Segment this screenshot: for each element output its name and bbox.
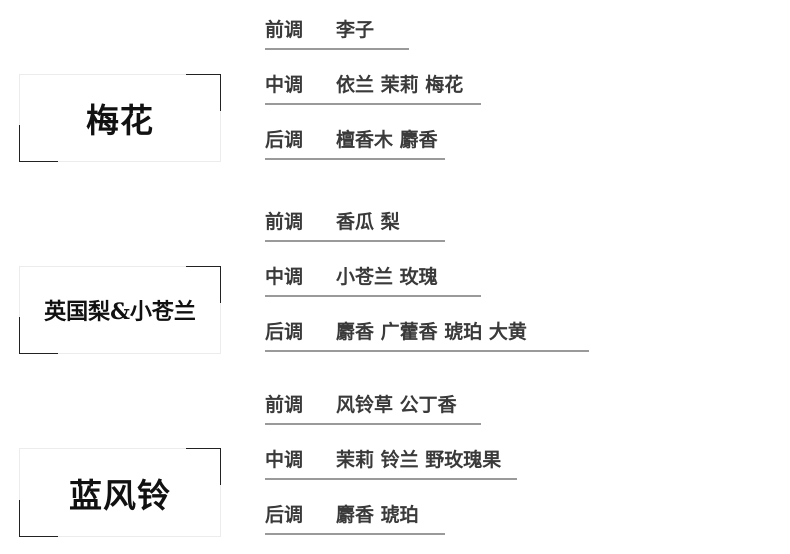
perfume-name-box: 梅花 [19, 74, 221, 162]
middle-note-row: 中调 茉莉 铃兰 野玫瑰果 [265, 438, 517, 480]
base-note-row: 后调 檀香木 麝香 [265, 118, 445, 160]
corner-bracket-bottom-left [19, 125, 58, 162]
note-label: 中调 [265, 449, 304, 471]
note-label: 前调 [265, 19, 304, 41]
note-value: 香瓜 梨 [336, 211, 400, 233]
base-note-row: 后调 麝香 琥珀 [265, 493, 445, 535]
note-label: 前调 [265, 211, 304, 233]
note-label: 中调 [265, 74, 304, 96]
note-value: 麝香 广藿香 琥珀 大黄 [336, 321, 527, 343]
perfume-group: 梅花 前调 李子 中调 依兰 茉莉 梅花 后调 檀香木 麝香 [0, 0, 790, 170]
note-value: 依兰 茉莉 梅花 [336, 74, 464, 96]
top-note-row: 前调 香瓜 梨 [265, 200, 445, 242]
middle-note-row: 中调 小苍兰 玫瑰 [265, 255, 481, 297]
perfume-name: 英国梨&小苍兰 [44, 299, 196, 325]
top-note-row: 前调 风铃草 公丁香 [265, 383, 481, 425]
note-label: 后调 [265, 504, 304, 526]
base-note-row: 后调 麝香 广藿香 琥珀 大黄 [265, 310, 589, 352]
note-value: 檀香木 麝香 [336, 129, 438, 151]
corner-bracket-top-right [186, 266, 221, 303]
perfume-group: 蓝风铃 前调 风铃草 公丁香 中调 茉莉 铃兰 野玫瑰果 后调 麝香 琥珀 [0, 375, 790, 545]
top-note-row: 前调 李子 [265, 8, 409, 50]
note-value: 小苍兰 玫瑰 [336, 266, 438, 288]
corner-bracket-bottom-left [19, 500, 58, 537]
middle-note-row: 中调 依兰 茉莉 梅花 [265, 63, 481, 105]
perfume-name-box: 英国梨&小苍兰 [19, 266, 221, 354]
note-value: 茉莉 铃兰 野玫瑰果 [336, 449, 502, 471]
perfume-name: 蓝风铃 [69, 475, 171, 515]
note-value: 风铃草 公丁香 [336, 394, 457, 416]
corner-bracket-bottom-left [19, 317, 58, 354]
note-label: 中调 [265, 266, 304, 288]
perfume-group: 英国梨&小苍兰 前调 香瓜 梨 中调 小苍兰 玫瑰 后调 麝香 广藿香 琥珀 大… [0, 192, 790, 362]
corner-bracket-top-right [186, 448, 221, 485]
note-value: 李子 [336, 19, 375, 41]
note-label: 后调 [265, 321, 304, 343]
corner-bracket-top-right [186, 74, 221, 111]
note-label: 前调 [265, 394, 304, 416]
perfume-name-box: 蓝风铃 [19, 448, 221, 537]
note-label: 后调 [265, 129, 304, 151]
note-value: 麝香 琥珀 [336, 504, 419, 526]
perfume-name: 梅花 [86, 101, 154, 140]
